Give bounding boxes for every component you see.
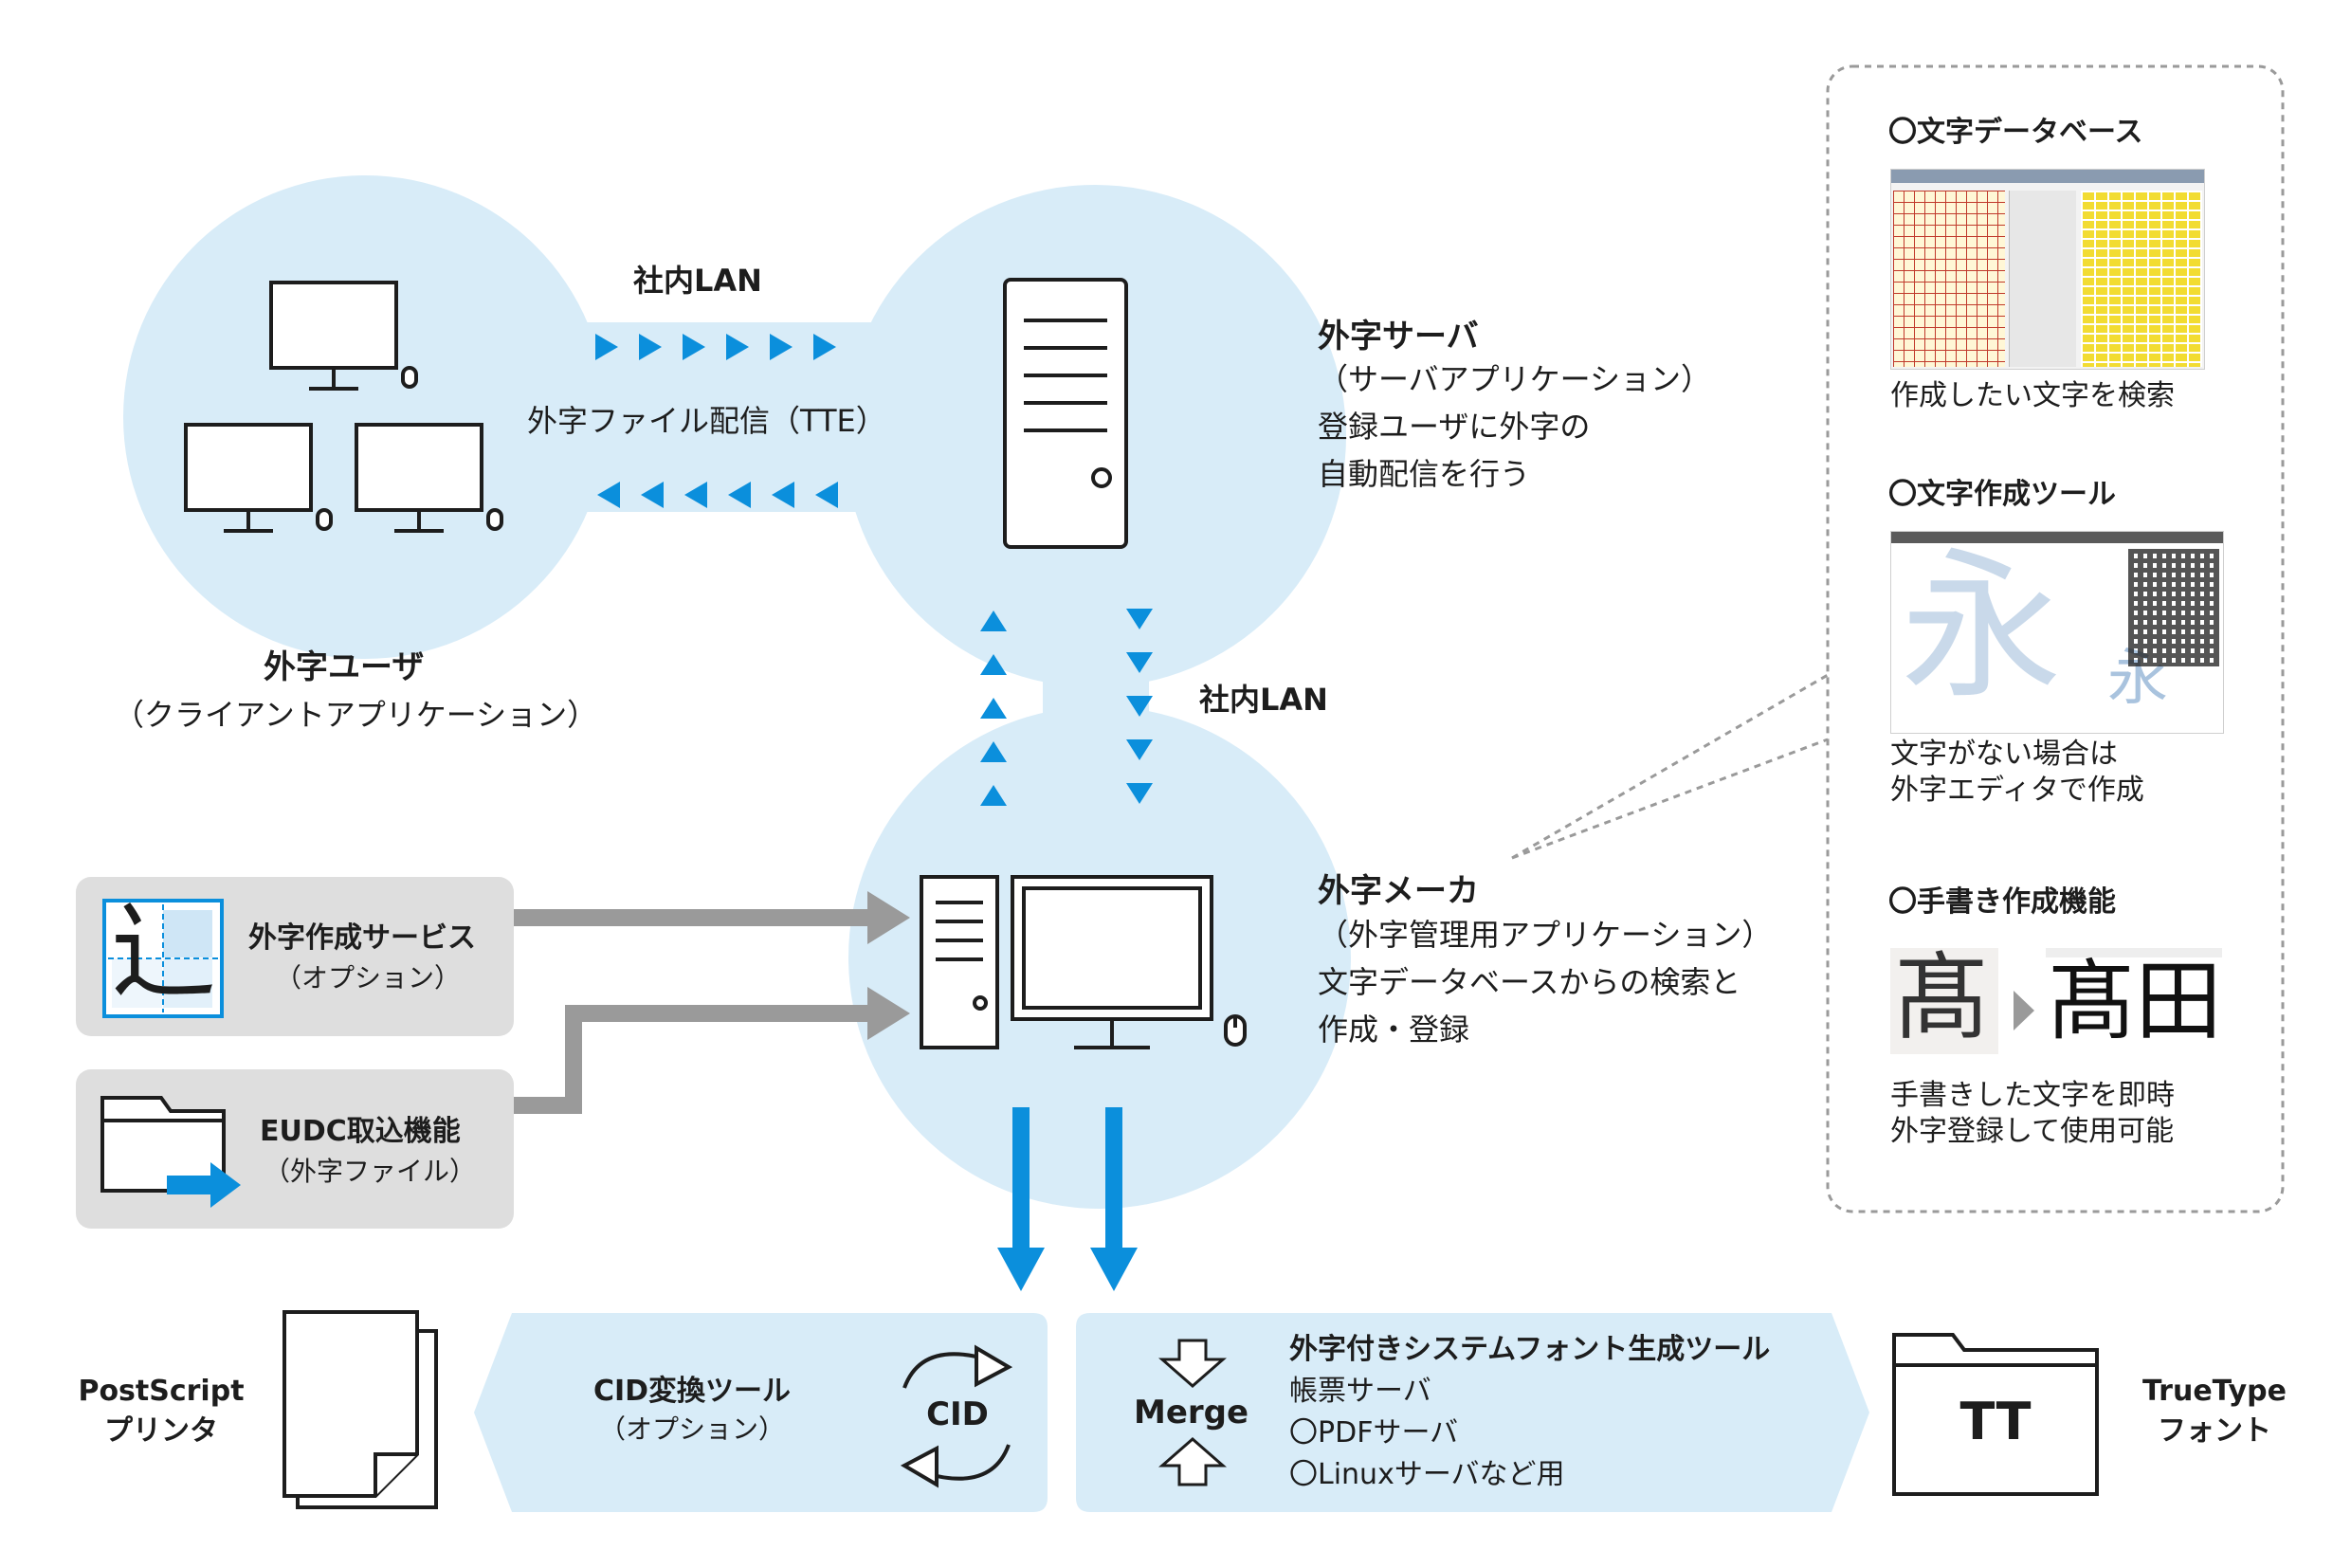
eudc-folder-icon <box>100 1096 241 1208</box>
truetype-icon-label: TT <box>1959 1392 2032 1451</box>
panel-caption-database: 作成したい文字を検索 <box>1890 379 2175 412</box>
merge-icon-label: Merge <box>1134 1394 1249 1431</box>
database-screenshot <box>1890 169 2205 370</box>
service-subtitle: （オプション） <box>275 962 462 994</box>
handwriting-output-glyphs: 髙田 <box>2048 951 2223 1052</box>
panel-heading-handwriting: 〇手書き作成機能 <box>1888 885 2116 919</box>
cid-cycle-icon <box>900 1344 1013 1488</box>
gaiji-server-line-2: 登録ユーザに外字の <box>1318 409 1591 445</box>
merge-tool-line-2: 〇PDFサーバ <box>1289 1416 1459 1449</box>
service-glyph: 辶 <box>110 891 216 1014</box>
truetype-line-1: TrueType <box>2142 1375 2287 1408</box>
gaiji-maker-line-1: （外字管理用アプリケーション） <box>1318 917 1773 953</box>
panel-caption-handwriting-1: 手書きした文字を即時 <box>1890 1079 2175 1112</box>
tool-screenshot-titlebar <box>1891 532 2223 543</box>
cid-icon-label: CID <box>926 1395 989 1433</box>
database-screenshot-grid-left <box>1893 191 2005 367</box>
handwriting-input-frame: 髙 <box>1890 942 1998 1054</box>
merge-tool-line-1: 帳票サーバ <box>1289 1375 1431 1408</box>
truetype-folder-icon <box>1892 1333 2099 1496</box>
client-pc-2 <box>184 423 333 533</box>
merge-ribbon <box>1076 1313 1869 1512</box>
panel-caption-tool-2: 外字エディタで作成 <box>1890 774 2144 807</box>
service-glyph-frame <box>102 899 224 1018</box>
service-title: 外字作成サービス <box>248 921 476 955</box>
callout-line-lower <box>1511 738 1829 860</box>
lan-arrows-left <box>597 482 838 508</box>
lan-arrows-right <box>595 334 836 360</box>
gaiji-user-subtitle: （クライアントアプリケーション） <box>114 697 598 733</box>
client-pc-1 <box>269 281 418 391</box>
panel-caption-handwriting-2: 外字登録して使用可能 <box>1890 1115 2175 1148</box>
user-circle <box>123 175 607 659</box>
database-screenshot-grid-right <box>2081 191 2202 367</box>
eudc-title: EUDC取込機能 <box>260 1115 461 1148</box>
callout-line-upper <box>1511 673 1829 860</box>
handwriting-output-frame: 髙田 <box>2046 948 2222 1064</box>
truetype-line-2: フォント <box>2158 1414 2271 1448</box>
eudc-arrow <box>514 987 910 1114</box>
client-pc-3 <box>355 423 503 533</box>
panel-heading-database: 〇文字データベース <box>1888 116 2143 149</box>
handwriting-arrow-icon <box>2014 991 2034 1030</box>
cid-tool-title: CID変換ツール <box>592 1375 792 1408</box>
lan-arrows-down <box>1126 609 1153 804</box>
panel-caption-tool-1: 文字がない場合は <box>1890 738 2118 771</box>
gaiji-maker-title: 外字メーカ <box>1318 872 1479 910</box>
feature-panel-frame <box>1826 64 2285 1213</box>
postscript-line-2: プリンタ <box>104 1414 218 1448</box>
postscript-line-1: PostScript <box>78 1375 245 1408</box>
lan-top-caption: 外字ファイル配信（TTE） <box>527 403 886 439</box>
lan-top-title: 社内LAN <box>633 263 762 299</box>
output-arrows <box>997 1107 1138 1291</box>
merge-tool-title: 外字付きシステムフォント生成ツール <box>1289 1333 1771 1366</box>
database-screenshot-titlebar <box>1891 170 2204 183</box>
gaiji-maker-line-3: 作成・登録 <box>1318 1012 1470 1048</box>
tool-screenshot-glyph-list <box>2128 549 2219 666</box>
panel-heading-tool: 〇文字作成ツール <box>1888 478 2116 511</box>
gaiji-server-line-1: （サーバアプリケーション） <box>1318 361 1712 397</box>
lan-arrows-up <box>980 611 1007 806</box>
merge-tool-line-3: 〇Linuxサーバなど用 <box>1289 1458 1565 1491</box>
gaiji-maker-line-2: 文字データベースからの検索と <box>1318 964 1741 1000</box>
service-arrow <box>514 891 910 944</box>
database-screenshot-form <box>2009 191 2076 367</box>
postscript-document-icon <box>282 1310 438 1509</box>
tool-screenshot: 永 永 <box>1890 531 2224 734</box>
eudc-subtitle: （外字ファイル） <box>264 1156 477 1187</box>
tool-glyph-large: 永 <box>1901 534 2063 721</box>
gaiji-server-title: 外字サーバ <box>1318 318 1479 356</box>
gaiji-server-line-3: 自動配信を行う <box>1318 456 1531 492</box>
cid-tool-subtitle: （オプション） <box>598 1413 785 1445</box>
gaiji-user-title: 外字ユーザ <box>264 648 425 686</box>
handwriting-input-glyph: 髙 <box>1894 942 1989 1053</box>
merge-arrows-icon <box>1158 1339 1227 1486</box>
lan-right-title: 社内LAN <box>1199 682 1328 718</box>
maker-pc-icon <box>920 875 1247 1049</box>
cid-ribbon <box>474 1313 1048 1512</box>
server-tower-icon <box>1003 278 1128 549</box>
